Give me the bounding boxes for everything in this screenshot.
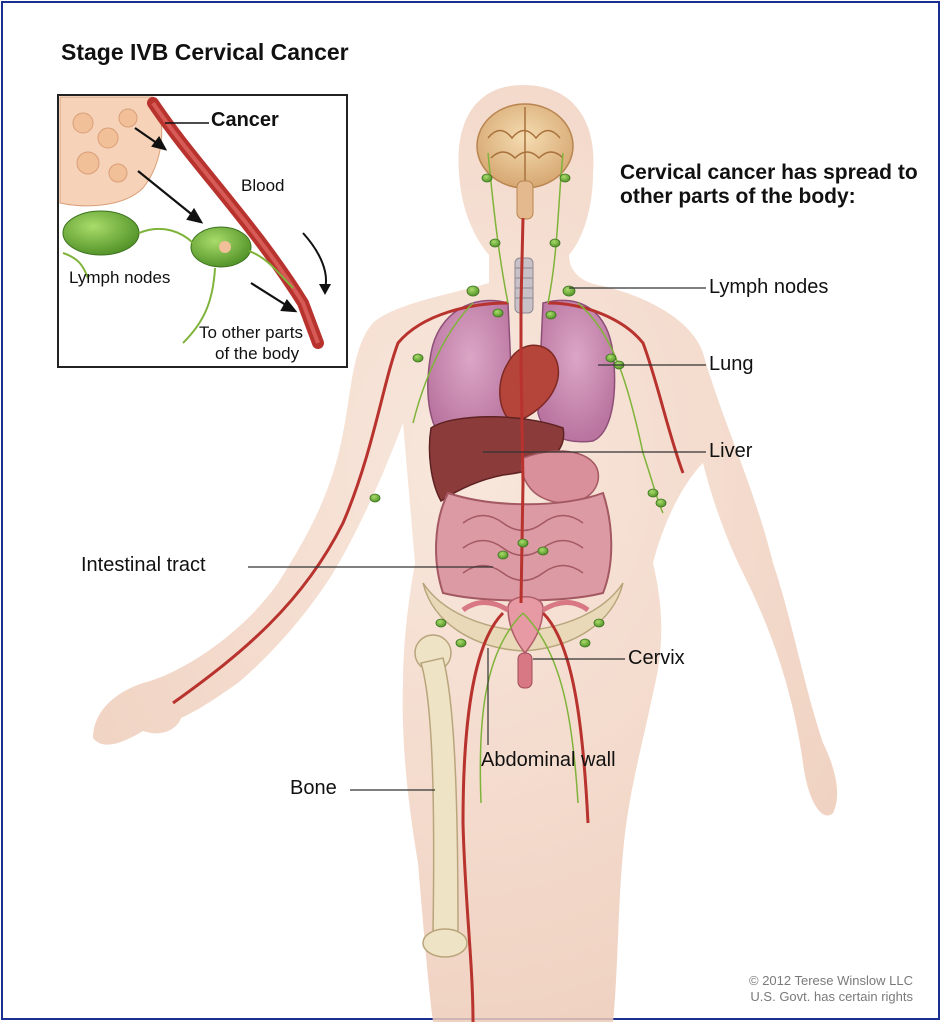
copyright-notice: © 2012 Terese Winslow LLC U.S. Govt. has…: [663, 973, 913, 1005]
inset-label-to-other-parts-2: of the body: [215, 344, 299, 364]
trachea: [515, 258, 533, 313]
label-lung: Lung: [709, 353, 754, 376]
label-abdominal-wall: Abdominal wall: [481, 749, 616, 772]
label-lymph-nodes: Lymph nodes: [709, 276, 828, 299]
page-title: Stage IVB Cervical Cancer: [61, 39, 349, 66]
copyright-line-1: © 2012 Terese Winslow LLC: [663, 973, 913, 989]
inset-label-cancer: Cancer: [211, 109, 279, 132]
label-liver: Liver: [709, 440, 752, 463]
copyright-line-2: U.S. Govt. has certain rights: [663, 989, 913, 1005]
label-intestinal-tract: Intestinal tract: [81, 554, 206, 577]
spread-heading: Cervical cancer has spread to other part…: [620, 161, 920, 209]
inset-label-to-other-parts-1: To other parts: [199, 323, 303, 343]
inset-label-blood: Blood: [241, 176, 284, 196]
cervix-shape: [518, 653, 532, 688]
label-bone: Bone: [290, 777, 337, 800]
inset-lymph-node-left: [63, 211, 139, 255]
inset-label-lymph-nodes: Lymph nodes: [69, 268, 170, 288]
label-cervix: Cervix: [628, 647, 685, 670]
anatomy-illustration: [3, 3, 942, 1022]
